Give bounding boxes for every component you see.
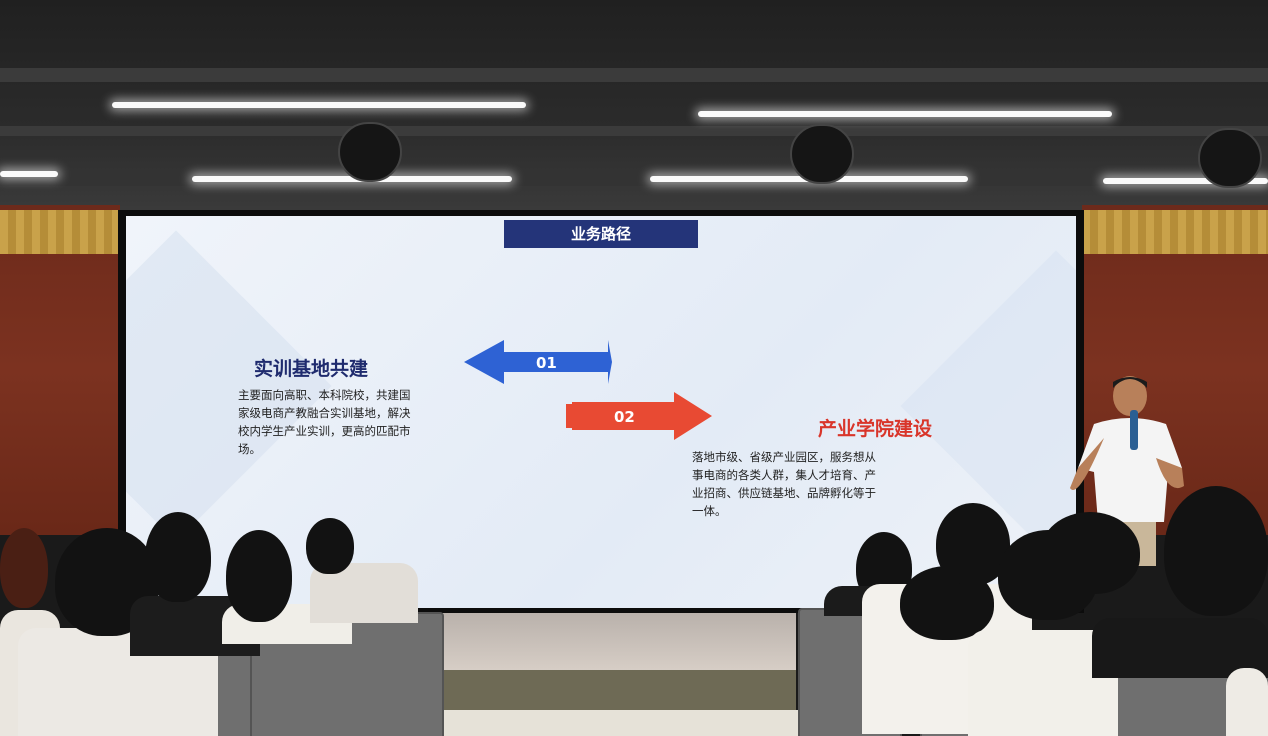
left-wood-wall [0,205,120,535]
audience-member [936,503,1010,585]
ceiling-light [0,171,58,177]
ceiling-light [192,176,512,182]
audience-member [226,530,292,622]
stage-floor [438,613,796,673]
ceiling-beam [0,170,1268,186]
left-paragraph: 主要面向高职、本科院校，共建国 家级电商产教融合实训基地，解决 校内学生产业实训… [238,386,498,458]
led-screen: 业务路径 01 02 实训基地共建 主要面向高职、本科院校，共建国 家级电商产教… [118,210,1084,613]
right-text-line: 业招商、供应链基地、品牌孵化等于 [692,486,876,500]
audience-member [1040,512,1140,594]
ceiling [0,0,1268,210]
left-heading: 实训基地共建 [254,358,369,380]
blue-double-arrow [464,340,612,384]
speaker-right-arm [1156,458,1184,489]
ceiling-light [698,111,1112,117]
curtain [0,210,120,254]
stage-front [438,670,796,710]
aisle-floor [420,710,820,736]
left-text-line: 场。 [238,442,261,456]
right-text-line: 一体。 [692,504,727,518]
speaker-head [1113,376,1147,416]
left-text-line: 校内学生产业实训，更高的匹配市 [238,424,411,438]
stage-spotlight [338,122,402,182]
audience-member [306,518,354,574]
right-paragraph: 落地市级、省级产业园区，服务想从 事电商的各类人群，集人才培育、产 业招商、供应… [692,448,992,520]
arrow-label-02: 02 [614,408,635,426]
curtain [1082,210,1268,254]
double-arrows: 01 02 [464,340,712,440]
left-text-line: 主要面向高职、本科院校，共建国 [238,388,411,402]
right-text-line: 事电商的各类人群，集人才培育、产 [692,468,876,482]
slide-title: 业务路径 [504,220,698,248]
ceiling-light [112,102,526,108]
speaker-shirt [1078,418,1182,522]
ceiling-beam [0,68,1268,82]
red-double-arrow [566,392,712,440]
audience-member [1226,668,1268,736]
ceiling-light [1103,178,1268,184]
audience-member [1164,486,1268,616]
ceiling-beam [0,126,1268,136]
microphone-icon [1130,410,1138,450]
right-text-line: 落地市级、省级产业园区，服务想从 [692,450,876,464]
stage-spotlight [1198,128,1262,188]
audience-member [145,512,211,602]
speaker-hair [1113,377,1147,388]
arrow-label-01: 01 [536,354,557,372]
stage-spotlight [790,124,854,184]
right-heading: 产业学院建设 [818,418,933,440]
left-text-line: 家级电商产教融合实训基地，解决 [238,406,411,420]
audience-member [0,528,48,608]
presentation-slide: 业务路径 01 02 实训基地共建 主要面向高职、本科院校，共建国 家级电商产教… [126,216,1076,608]
speaker-left-arm [1070,438,1104,490]
